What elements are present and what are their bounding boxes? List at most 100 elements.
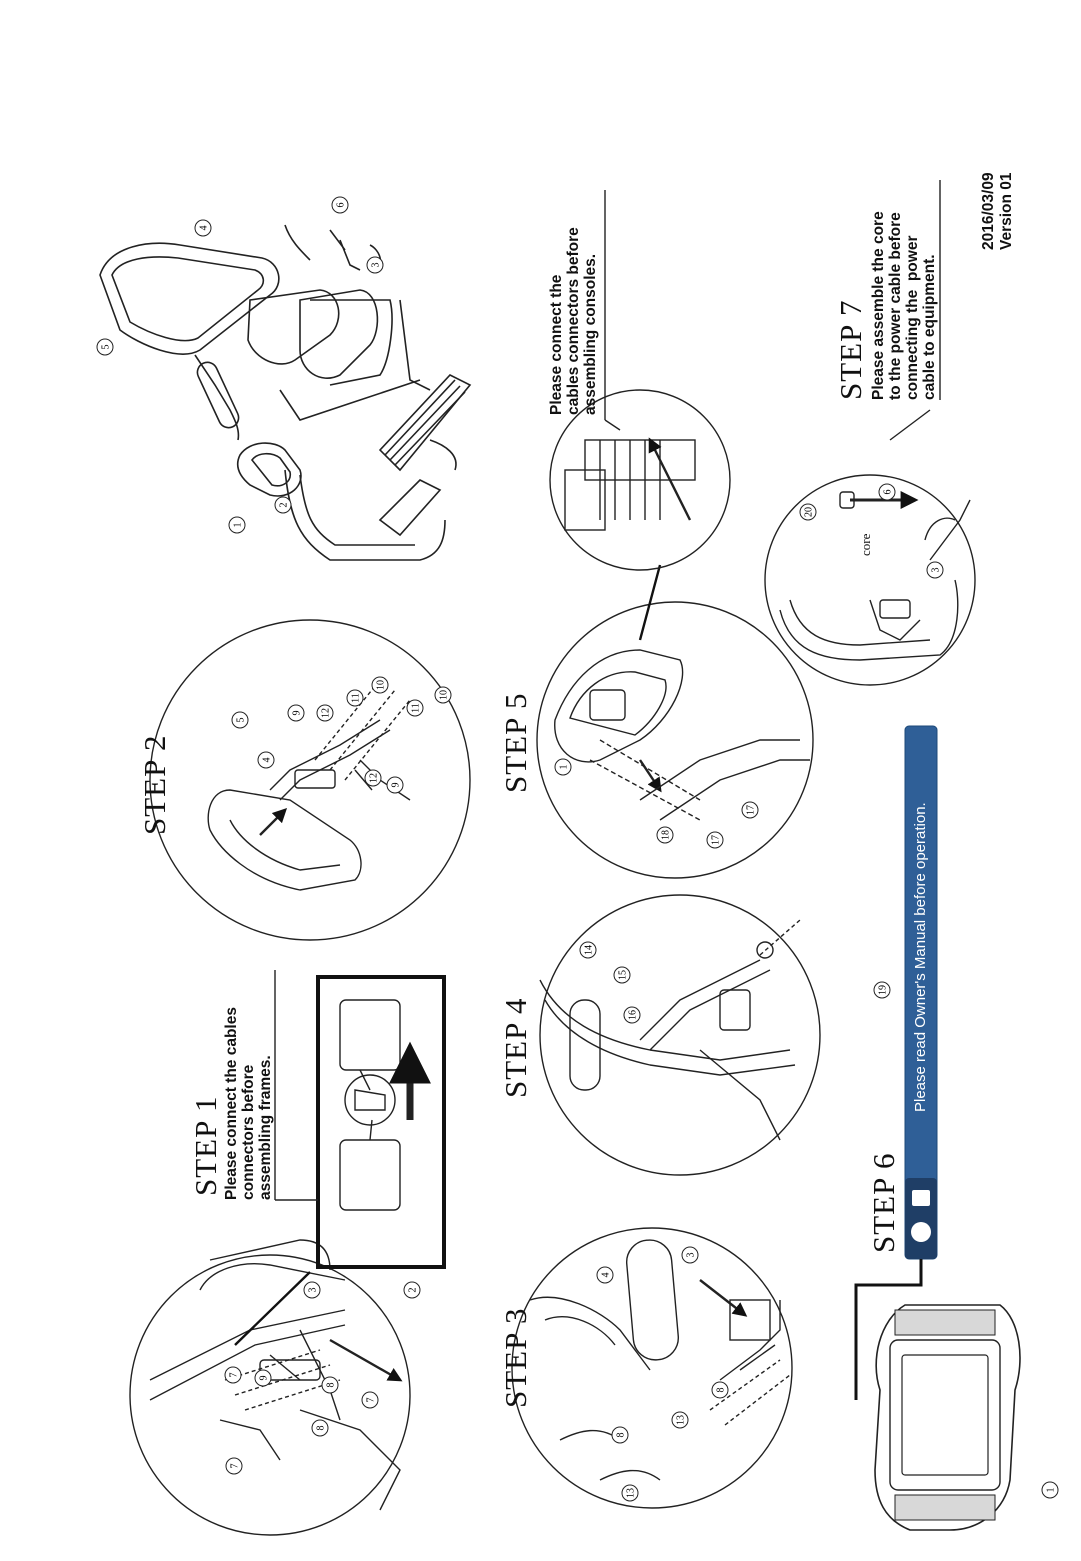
callout-number-overview-5: 5	[101, 345, 112, 350]
step1-note: Please connect the cables connectors bef…	[223, 1007, 274, 1200]
callout-number-step1-7: 7	[366, 1398, 377, 1403]
callout-circle-step2-5	[231, 711, 249, 729]
step1-detail-drawing	[129, 970, 446, 1536]
callout-circle-step5-17	[741, 801, 759, 819]
callout-circle-step3-3	[681, 1246, 699, 1264]
callout-circle-step7-3	[926, 561, 944, 579]
callout-circle-step2-4	[257, 751, 275, 769]
callout-circle-overview-3	[366, 256, 384, 274]
callout-number-step1-7: 7	[229, 1373, 240, 1378]
callout-circle-step2-9	[287, 704, 305, 722]
callout-number-step5-18: 18	[661, 830, 672, 840]
step7-detail-drawing	[764, 180, 976, 686]
callout-circle-step7-6	[878, 483, 896, 501]
step6-detail-drawing	[854, 725, 1021, 1531]
callout-circle-step2-12	[364, 769, 382, 787]
callout-circle-step3-13	[671, 1411, 689, 1429]
callout-number-step4-15: 15	[618, 970, 629, 980]
callout-number-step3-4: 4	[601, 1273, 612, 1278]
callout-number-step5-17: 17	[746, 805, 757, 815]
callout-circle-step2-9	[386, 776, 404, 794]
manual-banner-text: Please read Owner's Manual before operat…	[912, 802, 929, 1112]
callout-number-step3-8: 8	[716, 1388, 727, 1393]
callout-number-step3-8: 8	[616, 1433, 627, 1438]
callout-number-overview-4: 4	[199, 226, 210, 231]
callout-number-step2-4: 4	[262, 758, 273, 763]
callout-number-step6-19: 19	[878, 985, 889, 995]
callout-circle-step3-13	[621, 1484, 639, 1502]
callout-number-step1-2: 2	[408, 1288, 419, 1293]
callout-number-step2-9: 9	[391, 783, 402, 788]
callout-circle-step3-4	[596, 1266, 614, 1284]
callout-circle-step1-8	[311, 1419, 329, 1437]
callout-number-step1-8: 8	[326, 1383, 337, 1388]
step2-heading: STEP 2	[137, 734, 172, 835]
step7-heading: STEP 7	[833, 299, 868, 400]
callout-circle-step2-10	[371, 676, 389, 694]
callout-number-step7-20: 20	[804, 507, 815, 517]
callout-number-step1-7: 7	[230, 1464, 241, 1469]
callout-circle-step1-7	[225, 1457, 243, 1475]
callout-circle-step3-8	[711, 1381, 729, 1399]
callout-circle-step2-11	[406, 699, 424, 717]
callout-circle-step5-1	[554, 758, 572, 776]
callout-circle-step6-1	[1041, 1481, 1059, 1499]
callout-number-step3-13: 13	[626, 1488, 637, 1498]
callout-number-overview-6: 6	[336, 203, 347, 208]
callout-number-step2-11: 11	[411, 703, 422, 713]
callout-circle-step2-12	[316, 704, 334, 722]
callout-number-step1-3: 3	[308, 1288, 319, 1293]
callout-number-step2-5: 5	[236, 718, 247, 723]
document-version: Version 01	[998, 172, 1015, 250]
step1-heading: STEP 1	[188, 1095, 223, 1196]
callout-circle-step4-14	[579, 941, 597, 959]
callout-circle-step1-9	[254, 1369, 272, 1387]
step3-detail-drawing	[511, 1227, 793, 1509]
callout-number-step3-13: 13	[676, 1415, 687, 1425]
callout-number-step5-1: 1	[559, 765, 570, 770]
callout-circle-step5-17	[706, 831, 724, 849]
callout-number-step3-3: 3	[686, 1253, 697, 1258]
callout-number-step4-16: 16	[628, 1010, 639, 1020]
callout-number-overview-2: 2	[279, 503, 290, 508]
callout-number-step4-14: 14	[584, 945, 595, 955]
core-label: core	[858, 533, 873, 556]
callout-circle-overview-4	[194, 219, 212, 237]
document-date: 2016/03/09	[980, 172, 997, 250]
callout-circle-step5-18	[656, 826, 674, 844]
callout-circle-step1-8	[321, 1376, 339, 1394]
callout-number-overview-1: 1	[233, 523, 244, 528]
callout-number-step5-17: 17	[711, 835, 722, 845]
callout-circle-step1-7	[224, 1366, 242, 1384]
step7-note: Please assemble the core to the power ca…	[870, 211, 938, 400]
step4-detail-drawing	[539, 894, 821, 1176]
callout-circle-step4-16	[623, 1006, 641, 1024]
callout-circle-step1-2	[403, 1281, 421, 1299]
callout-number-step1-9: 9	[259, 1376, 270, 1381]
callout-circle-step2-11	[346, 689, 364, 707]
callout-number-step7-3: 3	[931, 568, 942, 573]
callout-circle-step4-15	[613, 966, 631, 984]
callout-circle-overview-1	[228, 516, 246, 534]
callout-number-step2-12: 12	[369, 773, 380, 783]
callout-number-step2-12: 12	[321, 708, 332, 718]
callout-circle-step7-20	[799, 503, 817, 521]
callout-number-step6-1: 1	[1046, 1488, 1057, 1493]
callout-number-step2-9: 9	[292, 711, 303, 716]
callout-circle-overview-6	[331, 196, 349, 214]
callout-circle-step3-8	[611, 1426, 629, 1444]
callout-number-step2-11: 11	[351, 693, 362, 703]
callout-circle-step1-3	[303, 1281, 321, 1299]
callout-circle-step1-7	[361, 1391, 379, 1409]
step5-detail-drawing	[536, 190, 814, 879]
step6-heading: STEP 6	[866, 1152, 901, 1253]
callout-circle-overview-2	[274, 496, 292, 514]
step2-detail-drawing	[149, 619, 471, 941]
callout-circle-step6-19	[873, 981, 891, 999]
step4-heading: STEP 4	[498, 997, 533, 1098]
overview-machine-drawing	[99, 224, 472, 561]
callout-number-step2-10: 10	[376, 680, 387, 690]
step5-note: Please connect the cables connectors bef…	[548, 227, 599, 415]
